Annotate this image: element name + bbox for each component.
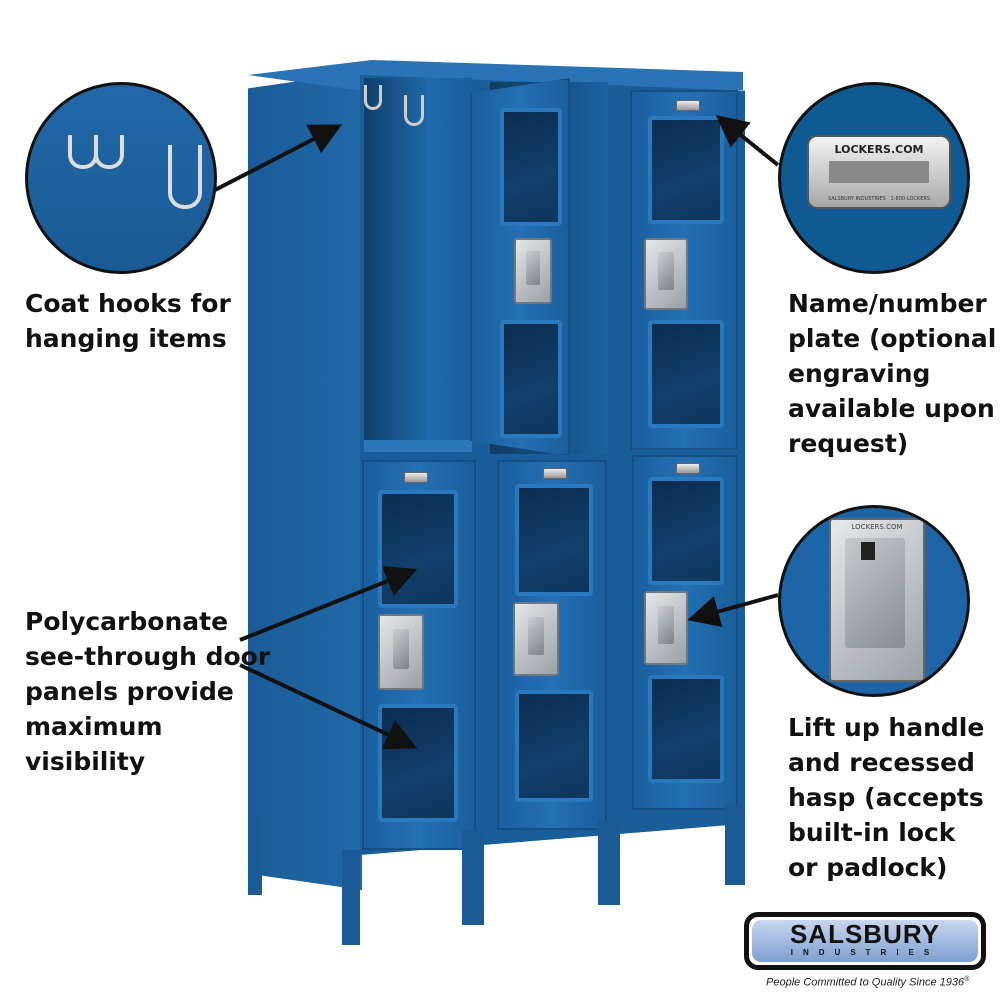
locker-leg [248, 815, 262, 895]
handle-brand: LOCKERS.COM [851, 523, 903, 531]
see-through-panel [378, 490, 458, 608]
door-handle[interactable] [644, 591, 688, 665]
caption-name-plate: Name/number plate (optional engraving av… [788, 289, 997, 458]
handle-detail: LOCKERS.COM [829, 518, 925, 682]
logo-badge: SALSBURY INDUSTRIES [752, 920, 978, 962]
name-plate [543, 468, 567, 479]
locker-leg [598, 820, 620, 905]
detail-circle-handle: LOCKERS.COM [778, 505, 970, 697]
coat-hook-icon [168, 145, 202, 209]
locker-leg [462, 830, 484, 925]
see-through-panel [515, 690, 593, 802]
locker-door[interactable] [362, 460, 476, 850]
name-plate-detail: LOCKERS.COM SALSBURY INDUSTRIES 1-800-LO… [807, 135, 951, 209]
door-handle[interactable] [514, 238, 552, 304]
open-compartment [364, 78, 472, 450]
registered-mark: ® [964, 976, 970, 983]
name-plate [676, 100, 700, 111]
see-through-panel [648, 477, 724, 585]
locker-side-panel [248, 72, 362, 890]
coat-hook-icon [364, 85, 382, 110]
arrow-coat-hooks [214, 124, 343, 192]
locker-door[interactable] [497, 460, 607, 830]
plate-phone: 1-800-LOCKERS [890, 196, 930, 202]
see-through-panel [648, 116, 724, 224]
see-through-panel [500, 108, 562, 226]
logo-subtitle: INDUSTRIES [790, 948, 940, 957]
plate-footer: SALSBURY INDUSTRIES 1-800-LOCKERS [809, 196, 949, 202]
see-through-panel [648, 320, 724, 428]
logo-name: SALSBURY [789, 919, 941, 949]
door-handle[interactable] [513, 602, 559, 676]
caption-coat-hooks: Coat hooks for hanging items [25, 289, 231, 353]
detail-circle-name-plate: LOCKERS.COM SALSBURY INDUSTRIES 1-800-LO… [778, 82, 970, 274]
door-handle[interactable] [644, 238, 688, 310]
name-plate [404, 472, 428, 483]
door-handle[interactable] [378, 614, 424, 690]
plate-company: SALSBURY INDUSTRIES [827, 196, 886, 202]
tagline-text: People Committed to Quality Since 1936 [766, 976, 965, 989]
arrow-handle [687, 593, 779, 628]
coat-hook-icon [94, 135, 124, 169]
caption-see-through-panels: Polycarbonate see-through door panels pr… [25, 607, 271, 776]
name-plate [676, 463, 700, 474]
arrow-name-plate [715, 114, 780, 167]
lock-latch-icon [861, 542, 875, 560]
locker-leg [342, 850, 360, 945]
hasp-recess [845, 538, 905, 648]
detail-circle-coat-hooks [25, 82, 217, 274]
salsbury-logo: SALSBURY INDUSTRIES [744, 912, 986, 970]
plate-brand: LOCKERS.COM [834, 143, 924, 156]
locker-door-open[interactable] [470, 78, 570, 456]
engraving-area [829, 161, 929, 183]
see-through-panel [500, 320, 562, 438]
arrow-panel-upper [239, 566, 418, 642]
coat-hook-icon [404, 95, 424, 126]
locker-door[interactable] [632, 455, 738, 810]
arrow-panel-lower [239, 663, 418, 750]
see-through-panel [515, 484, 593, 596]
caption-handle: Lift up handle and recessed hasp (accept… [788, 713, 985, 882]
compartment-shelf [364, 440, 472, 452]
locker-door[interactable] [630, 90, 738, 450]
logo-tagline: People Committed to Quality Since 1936® [766, 976, 969, 989]
locker-leg [725, 805, 745, 885]
see-through-panel [648, 675, 724, 783]
